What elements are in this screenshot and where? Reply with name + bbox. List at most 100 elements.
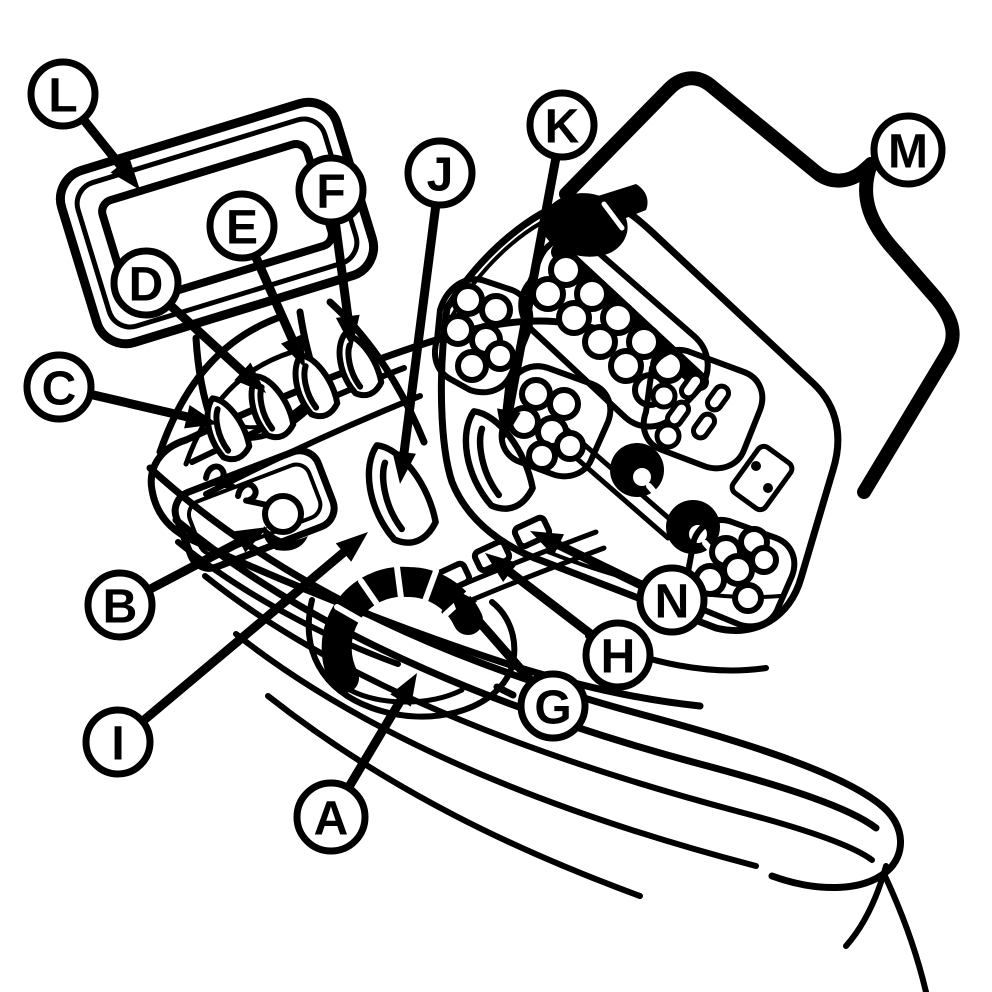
leader-arrowhead: [234, 362, 266, 393]
deck-left-cap: [147, 436, 196, 544]
callout-circle: [295, 154, 367, 226]
leader-line: [331, 220, 354, 327]
callout-circle: [82, 706, 154, 778]
switch-panel-outline: [171, 447, 338, 572]
leader-arrowhead: [390, 673, 417, 707]
keypad-pill-buttons: [650, 371, 732, 450]
leader-arrowhead: [530, 531, 565, 556]
m-bracket: [559, 71, 960, 499]
deck-front-edge: [188, 536, 704, 710]
callout-E: E: [206, 190, 305, 368]
callout-letter: H: [601, 630, 636, 683]
leader-arrowhead: [234, 527, 268, 553]
leader-arrowhead: [485, 553, 518, 582]
callout-letter: A: [314, 792, 349, 845]
callout-A: A: [293, 673, 417, 855]
callout-C: C: [23, 351, 218, 429]
callout-letter: B: [103, 580, 138, 633]
joystick-highlight: [601, 201, 625, 231]
leader-arrowhead: [497, 408, 521, 442]
m-bracket-upper: [559, 71, 878, 201]
leader-arrowhead: [281, 333, 305, 368]
module-outline: [729, 443, 795, 513]
leader-line: [398, 203, 441, 463]
callout-circle: [293, 779, 369, 855]
leader-line: [146, 534, 250, 594]
armrest-tail: [843, 863, 889, 949]
callout-J: J: [392, 137, 476, 484]
callout-circle: [84, 569, 156, 641]
callout-letter: M: [888, 125, 928, 178]
callout-letter: N: [655, 575, 690, 628]
toggle-switch-glyph: [203, 463, 236, 490]
keypad-group-outline: [498, 363, 614, 480]
callout-letter: F: [316, 165, 345, 218]
armrest-tail: [881, 871, 929, 992]
rotary-knobs: [610, 443, 720, 554]
wheel-housing: [305, 597, 518, 720]
callout-letter: I: [111, 717, 124, 770]
ball-knob-base: [263, 526, 308, 551]
leader-line: [167, 302, 252, 380]
callout-circle: [582, 619, 654, 691]
leader-line: [503, 154, 561, 421]
leader-line: [140, 544, 353, 724]
callout-circle: [23, 351, 95, 423]
callout-F: F: [295, 154, 367, 348]
callout-circle: [404, 137, 476, 209]
callout-H: H: [485, 553, 654, 691]
callout-M: M: [870, 112, 946, 188]
wheel-band: [321, 566, 483, 693]
callout-circle: [27, 58, 99, 130]
ball-knob: [262, 493, 308, 551]
callout-B: B: [84, 527, 268, 641]
toggle-switch-glyph: [235, 481, 268, 508]
module-dot: [751, 461, 761, 471]
callout-G: G: [447, 585, 589, 742]
callout-letter: E: [226, 201, 258, 254]
leader-arrowhead: [392, 450, 416, 484]
leader-arrowhead: [335, 314, 360, 348]
module-dot: [763, 483, 773, 493]
scroll-wheel: [305, 564, 518, 720]
callout-K: K: [497, 89, 598, 442]
leader-line: [459, 600, 535, 685]
callout-circle: [526, 89, 598, 161]
keypad-module: [729, 443, 795, 513]
hood-arc: [183, 349, 295, 467]
leader-arrowhead: [110, 157, 140, 190]
callout-letter: G: [534, 681, 571, 734]
leader-line: [548, 537, 646, 590]
callout-letter: D: [129, 258, 164, 311]
leader-arrowhead: [335, 532, 368, 562]
callout-letter: C: [42, 362, 77, 415]
armrest-edge: [233, 631, 759, 869]
leader-line: [88, 390, 198, 423]
callout-N: N: [530, 531, 708, 636]
hood-arc: [156, 312, 287, 456]
leader-line: [251, 253, 299, 349]
callout-D: D: [110, 247, 266, 393]
leader-arrowhead: [447, 585, 478, 617]
keypad-group-outline: [640, 347, 766, 472]
keypad-buttons: [530, 252, 686, 408]
knob-pointer-tail: [646, 483, 659, 497]
leader-line: [345, 690, 409, 790]
knob-pointer: [633, 468, 651, 486]
callout-circle: [870, 112, 946, 188]
callout-layer: A B CD E F GH I J K L M N: [23, 58, 946, 855]
m-bracket-lower: [857, 157, 960, 499]
ridge-band: [203, 393, 423, 497]
callout-letter: J: [427, 148, 454, 201]
callout-L: L: [27, 58, 140, 190]
callout-letter: K: [545, 100, 580, 153]
ball-knob-top: [262, 493, 304, 535]
armrest-edge: [265, 693, 643, 899]
callout-circle: [206, 190, 278, 262]
armrest-edge: [202, 573, 875, 863]
callout-circle: [517, 670, 589, 742]
leader-arrowhead: [184, 405, 218, 429]
leader-line: [501, 564, 595, 639]
